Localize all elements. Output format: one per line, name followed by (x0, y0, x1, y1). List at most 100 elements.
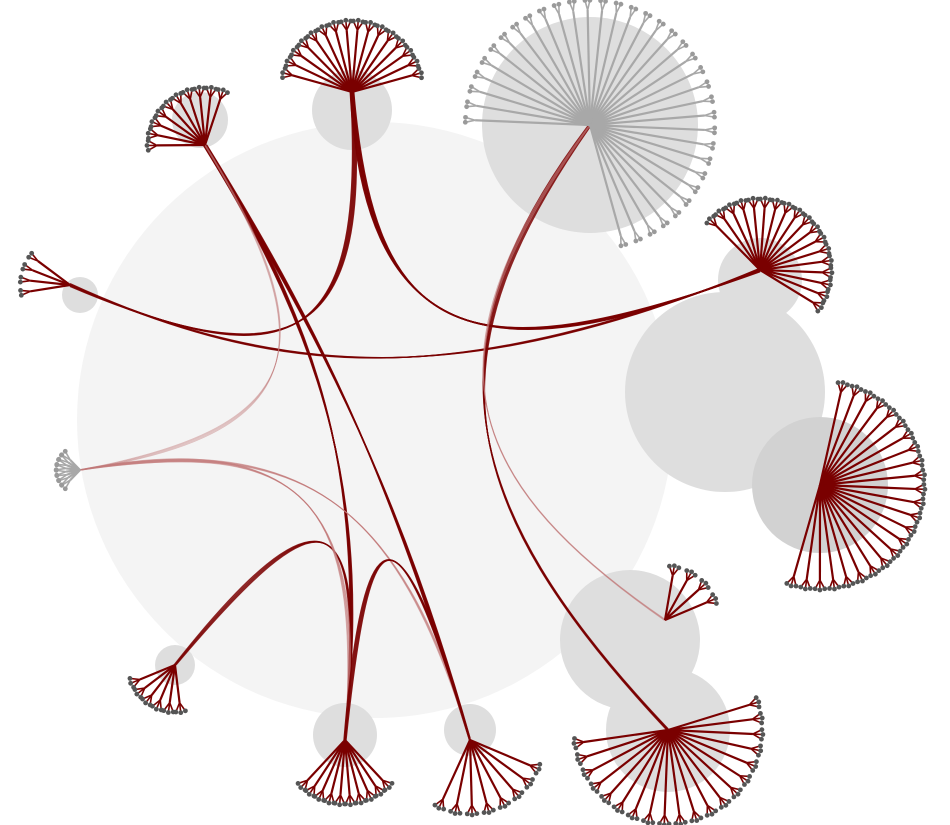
leaf-node (556, 1, 562, 7)
leaf-node (629, 815, 635, 821)
tree-branch (819, 408, 878, 486)
leaf-node (854, 384, 860, 390)
leaf-node (920, 496, 926, 502)
tree-branch (589, 123, 701, 160)
leaf-node (368, 797, 374, 802)
leaf-node (18, 274, 24, 280)
tree-branch (69, 459, 81, 471)
leaf-node (902, 423, 908, 429)
leaf-node (918, 505, 924, 511)
leaf-node (723, 205, 729, 211)
leaf-node (145, 130, 151, 136)
leaf-node (615, 808, 620, 813)
leaf-node (220, 87, 226, 93)
leaf-node (571, 0, 577, 4)
leaf-node (319, 24, 325, 30)
tree-branch (589, 124, 661, 218)
tree-branch (203, 99, 222, 146)
leaf-node (645, 820, 651, 825)
leaf-node (656, 18, 662, 24)
leaf-node (306, 791, 312, 797)
top-left-cluster-bg-circle (172, 92, 228, 148)
right-cluster (784, 380, 928, 593)
leaf-node (215, 87, 221, 93)
leaf-node (683, 43, 689, 48)
leaf-node (886, 405, 892, 411)
tree-branch (610, 729, 669, 794)
leaf-node (432, 802, 438, 808)
leaf-node (587, 0, 593, 3)
leaf-node (770, 197, 775, 203)
tree-branch (666, 729, 695, 812)
leaf-node (820, 300, 826, 306)
tree-branch (819, 483, 911, 516)
leaf-node (469, 812, 475, 818)
leaf-node (488, 47, 494, 52)
leaf-node (669, 28, 675, 34)
leaf-node (633, 6, 639, 12)
leaf-node (618, 1, 624, 7)
leaf-node (416, 66, 422, 71)
tree-branch (600, 729, 669, 784)
leaf-node (59, 482, 64, 488)
leaf-node (625, 812, 631, 818)
leaf-node (571, 741, 577, 746)
leaf-node (707, 156, 713, 162)
bottom-mid-cluster-bg-circle (444, 704, 496, 756)
leaf-node (418, 70, 424, 76)
leaf-node (846, 583, 852, 589)
leaf-node (806, 215, 812, 221)
leaf-node (821, 234, 827, 240)
leaf-node (26, 254, 32, 260)
leaf-node (580, 767, 586, 773)
leaf-node (840, 380, 846, 385)
leaf-node (735, 791, 741, 797)
tree-branch (508, 42, 591, 126)
tree-branch (819, 426, 897, 486)
leaf-node (588, 781, 594, 787)
leaf-node (829, 270, 835, 276)
tree-branch (663, 729, 670, 815)
leaf-node (180, 90, 186, 95)
leaf-node (326, 22, 332, 28)
leaf-node (18, 287, 23, 293)
leaf-node (358, 800, 364, 806)
leaf-node (196, 84, 202, 90)
leaf-node (29, 250, 35, 256)
tree-branch (586, 728, 669, 758)
leaf-node (590, 786, 596, 791)
leaf-node (827, 253, 832, 259)
tree-branch (819, 483, 915, 491)
tree-branch (306, 739, 346, 782)
leaf-node (20, 266, 26, 272)
bottom-right-cluster (571, 695, 766, 825)
leaf-node (895, 553, 901, 558)
leaf-node (694, 818, 700, 823)
leaf-node (651, 229, 657, 235)
bottom-right-small-cluster (663, 563, 719, 622)
leaf-node (331, 20, 336, 25)
leaf-node (54, 462, 60, 467)
leaf-node (623, 242, 629, 247)
top-left-cluster (144, 84, 230, 153)
leaf-node (920, 501, 926, 507)
leaf-node (182, 708, 188, 714)
leaf-node (18, 292, 24, 298)
leaf-node (716, 208, 722, 214)
leaf-node (734, 200, 740, 206)
leaf-node (541, 6, 547, 12)
leaf-node (684, 568, 690, 573)
tree-branch (469, 739, 514, 790)
leaf-node (650, 820, 656, 825)
leaf-node (514, 21, 519, 27)
leaf-node (598, 0, 604, 4)
tree-branch (589, 29, 657, 126)
leaf-node (762, 195, 768, 201)
leaf-node (594, 789, 600, 794)
leaf-node (747, 774, 753, 779)
background-circles (62, 17, 888, 792)
leaf-node (823, 241, 829, 247)
leaf-node (667, 563, 672, 569)
leaf-node (891, 407, 897, 413)
leaf-node (826, 246, 832, 251)
